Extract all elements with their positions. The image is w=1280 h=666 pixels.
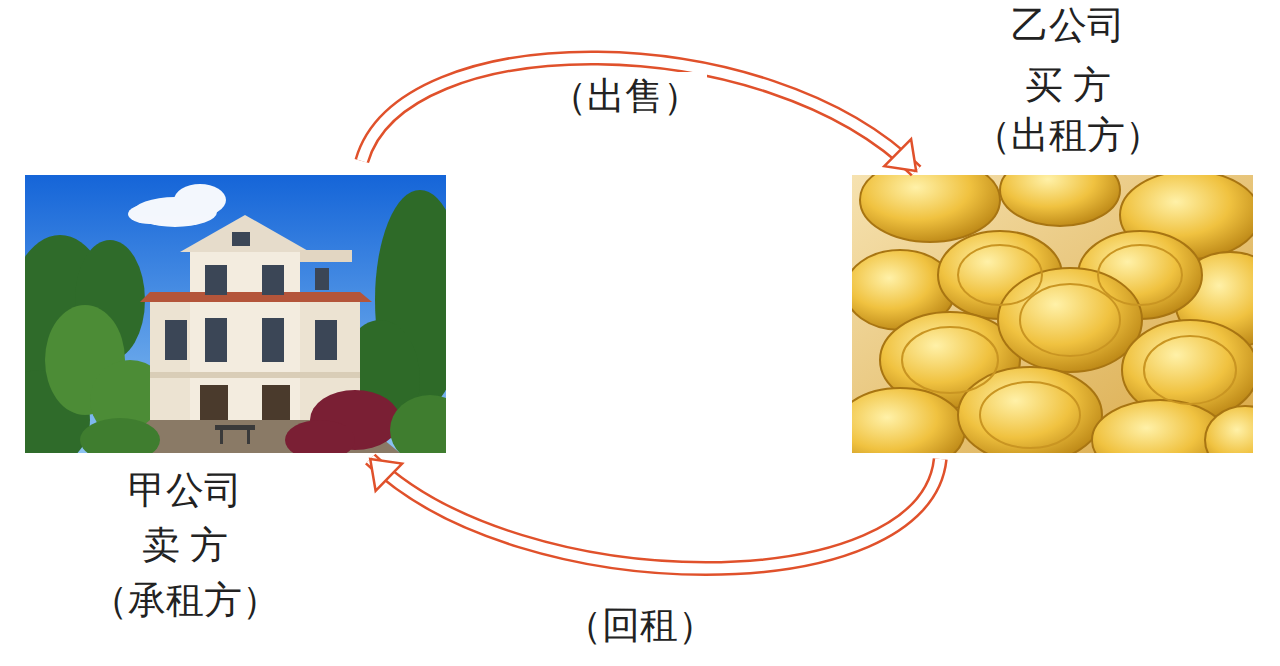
party-node: 甲公司卖 方（承租方） xyxy=(25,175,446,453)
arrow-inner xyxy=(370,459,940,569)
party-label: 买 方 xyxy=(852,61,1280,109)
party-label: 乙公司 xyxy=(852,1,1280,49)
party-label: 卖 方 xyxy=(25,521,345,569)
party-label: （出租方） xyxy=(852,111,1280,159)
party-node: 乙公司买 方（出租方） xyxy=(852,175,1253,453)
house-photo xyxy=(25,175,446,453)
coins-photo xyxy=(852,175,1253,453)
hollow-arrow xyxy=(370,459,940,569)
arrow-head xyxy=(884,139,916,171)
flow-label: （出售） xyxy=(543,72,707,120)
arrow-head xyxy=(370,459,402,491)
arrow-outline xyxy=(370,459,940,569)
arrow-outline xyxy=(362,58,916,171)
party-label: （承租方） xyxy=(25,576,345,624)
arrow-inner xyxy=(362,58,916,171)
hollow-arrow xyxy=(362,58,916,171)
flow-label: （回租） xyxy=(558,601,722,649)
party-label: 甲公司 xyxy=(25,466,345,514)
